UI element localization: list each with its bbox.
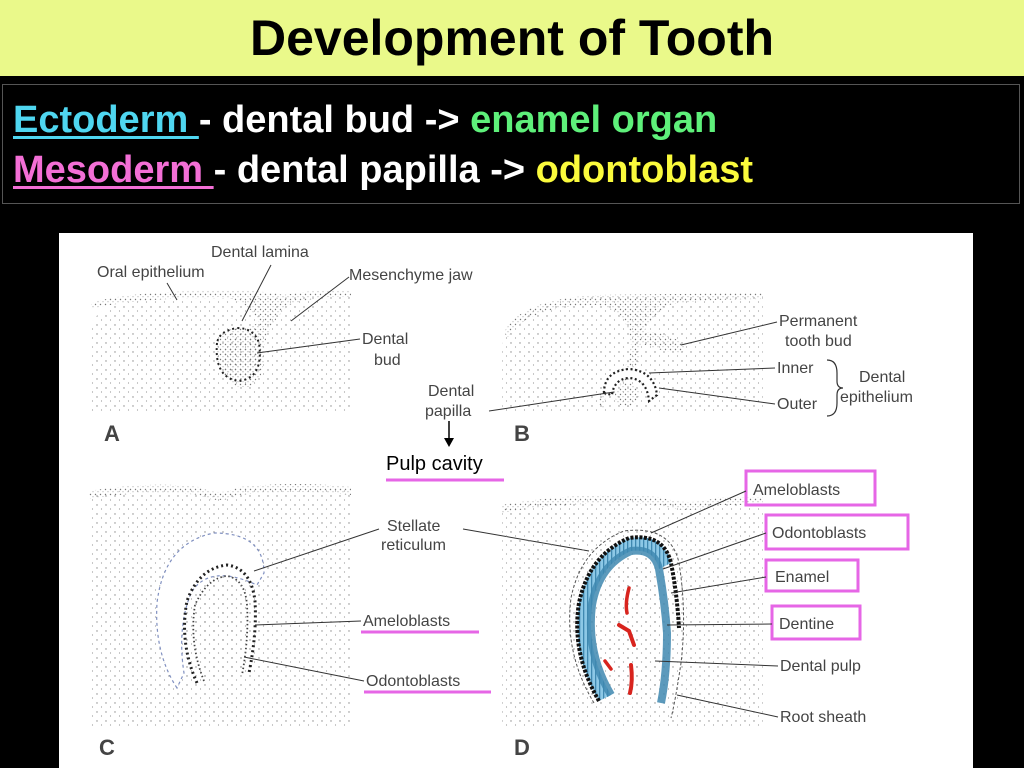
root-sheath-d	[569, 529, 685, 719]
odontoblast-term: odontoblast	[535, 149, 754, 191]
dental-papilla-b	[615, 383, 639, 407]
leader-odontoblasts-c	[243, 656, 365, 682]
label-permanent-1: Permanent	[779, 313, 858, 330]
permanent-bud-b	[641, 332, 685, 353]
label-dental-lamina: Dental lamina	[211, 244, 309, 261]
leader-oral-epithelium	[166, 282, 178, 301]
label-dental-epithelium-2: epithelium	[840, 389, 913, 406]
germ-layer-summary: Ectoderm - dental bud -> enamel organ Me…	[2, 84, 1020, 204]
ectoderm-path: - dental bud ->	[198, 99, 471, 141]
panel-a-epithelium	[91, 290, 351, 387]
enamel-organ-b	[602, 367, 659, 404]
ameloblast-layer-c	[183, 563, 257, 684]
epithelium-brace	[826, 359, 844, 417]
leader-mesenchyme-jaw	[290, 276, 350, 322]
panel-b-epithelium	[504, 293, 763, 408]
box-ameloblasts-d	[744, 469, 877, 507]
mesoderm-path: - dental papilla ->	[213, 149, 536, 191]
pulp-arrow-head	[444, 438, 454, 447]
mesoderm-term: Mesoderm	[13, 149, 214, 191]
panel-c: C Stellate reticulum Ameloblasts Odontob…	[89, 484, 590, 760]
tooth-development-diagram: A Oral epithelium Dental lamina Mesenchy…	[59, 233, 973, 768]
label-papilla-1: Dental	[428, 383, 474, 400]
dental-papilla-c	[193, 576, 248, 681]
box-odontoblasts-d	[764, 513, 910, 551]
label-odontoblasts-c: Odontoblasts	[366, 673, 460, 690]
slide-title: Development of Tooth	[249, 10, 775, 66]
label-inner: Inner	[777, 360, 814, 377]
leader-dental-lamina	[241, 264, 272, 322]
leader-stellate-c	[253, 528, 380, 572]
panel-a: A Oral epithelium Dental lamina Mesenchy…	[89, 244, 473, 446]
leader-permanent-bud	[680, 321, 778, 346]
panel-a-letter: A	[104, 421, 120, 446]
leader-outer	[658, 387, 776, 405]
mesoderm-line: Mesoderm - dental papilla -> odontoblast	[13, 149, 753, 192]
label-papilla-2: papilla	[425, 403, 471, 420]
ectoderm-term: Ectoderm	[13, 99, 199, 141]
leader-dental-bud	[256, 338, 361, 354]
panel-c-surface	[89, 484, 351, 500]
label-ameloblasts-d: Ameloblasts	[753, 482, 840, 499]
leader-odontoblasts-d	[662, 532, 767, 570]
label-oral-epithelium: Oral epithelium	[97, 264, 205, 281]
blood-vessel-2	[617, 623, 636, 647]
leader-enamel-d	[670, 576, 767, 594]
ectoderm-line: Ectoderm - dental bud -> enamel organ	[13, 99, 717, 142]
panel-b-letter: B	[514, 421, 530, 446]
enamel-organ-c	[156, 532, 265, 690]
label-odontoblasts-d: Odontoblasts	[772, 525, 866, 542]
leader-inner	[648, 367, 776, 374]
blood-vessel-4	[628, 663, 634, 695]
panel-d-surface	[502, 495, 763, 513]
panel-d: D Ameloblasts Odontoblasts Enamel Dentin…	[502, 469, 910, 760]
label-dental-bud-2: bud	[374, 352, 401, 369]
dentine-d	[586, 546, 672, 704]
ameloblast-layer-d	[575, 535, 681, 703]
box-dentine-d	[770, 604, 862, 641]
pulp-cavity-label: Pulp cavity	[386, 453, 483, 475]
dental-bud-a	[215, 326, 261, 383]
label-ameloblasts-c: Ameloblasts	[363, 613, 450, 630]
panel-c-letter: C	[99, 735, 115, 760]
blood-vessel-3	[603, 659, 613, 671]
label-root-sheath-d: Root sheath	[780, 709, 866, 726]
label-dentine-d: Dentine	[779, 616, 834, 633]
label-outer: Outer	[777, 396, 818, 413]
panel-b: B Permanent tooth bud Inner Outer Dental…	[425, 293, 913, 447]
leader-dentine-d	[666, 623, 773, 626]
label-dental-bud-1: Dental	[362, 331, 408, 348]
panel-d-letter: D	[514, 735, 530, 760]
leader-ameloblasts-d	[650, 490, 747, 534]
label-mesenchyme-jaw: Mesenchyme jaw	[349, 267, 473, 284]
leader-papilla	[488, 391, 615, 412]
title-bar: Development of Tooth	[0, 0, 1024, 76]
diagram-svg: A Oral epithelium Dental lamina Mesenchy…	[89, 244, 913, 760]
label-stellate-2: reticulum	[381, 537, 446, 554]
leader-dental-pulp-d	[654, 660, 779, 667]
label-dental-epithelium-1: Dental	[859, 369, 905, 386]
label-permanent-2: tooth bud	[785, 333, 852, 350]
leader-ameloblasts-c	[254, 620, 362, 626]
label-dental-pulp-d: Dental pulp	[780, 658, 861, 675]
label-stellate-1: Stellate	[387, 518, 440, 535]
enamel-organ-term: enamel organ	[470, 99, 718, 141]
box-enamel-d	[764, 558, 860, 593]
blood-vessel-1	[624, 586, 631, 615]
label-enamel-d: Enamel	[775, 569, 829, 586]
leader-root-sheath-d	[676, 694, 779, 718]
